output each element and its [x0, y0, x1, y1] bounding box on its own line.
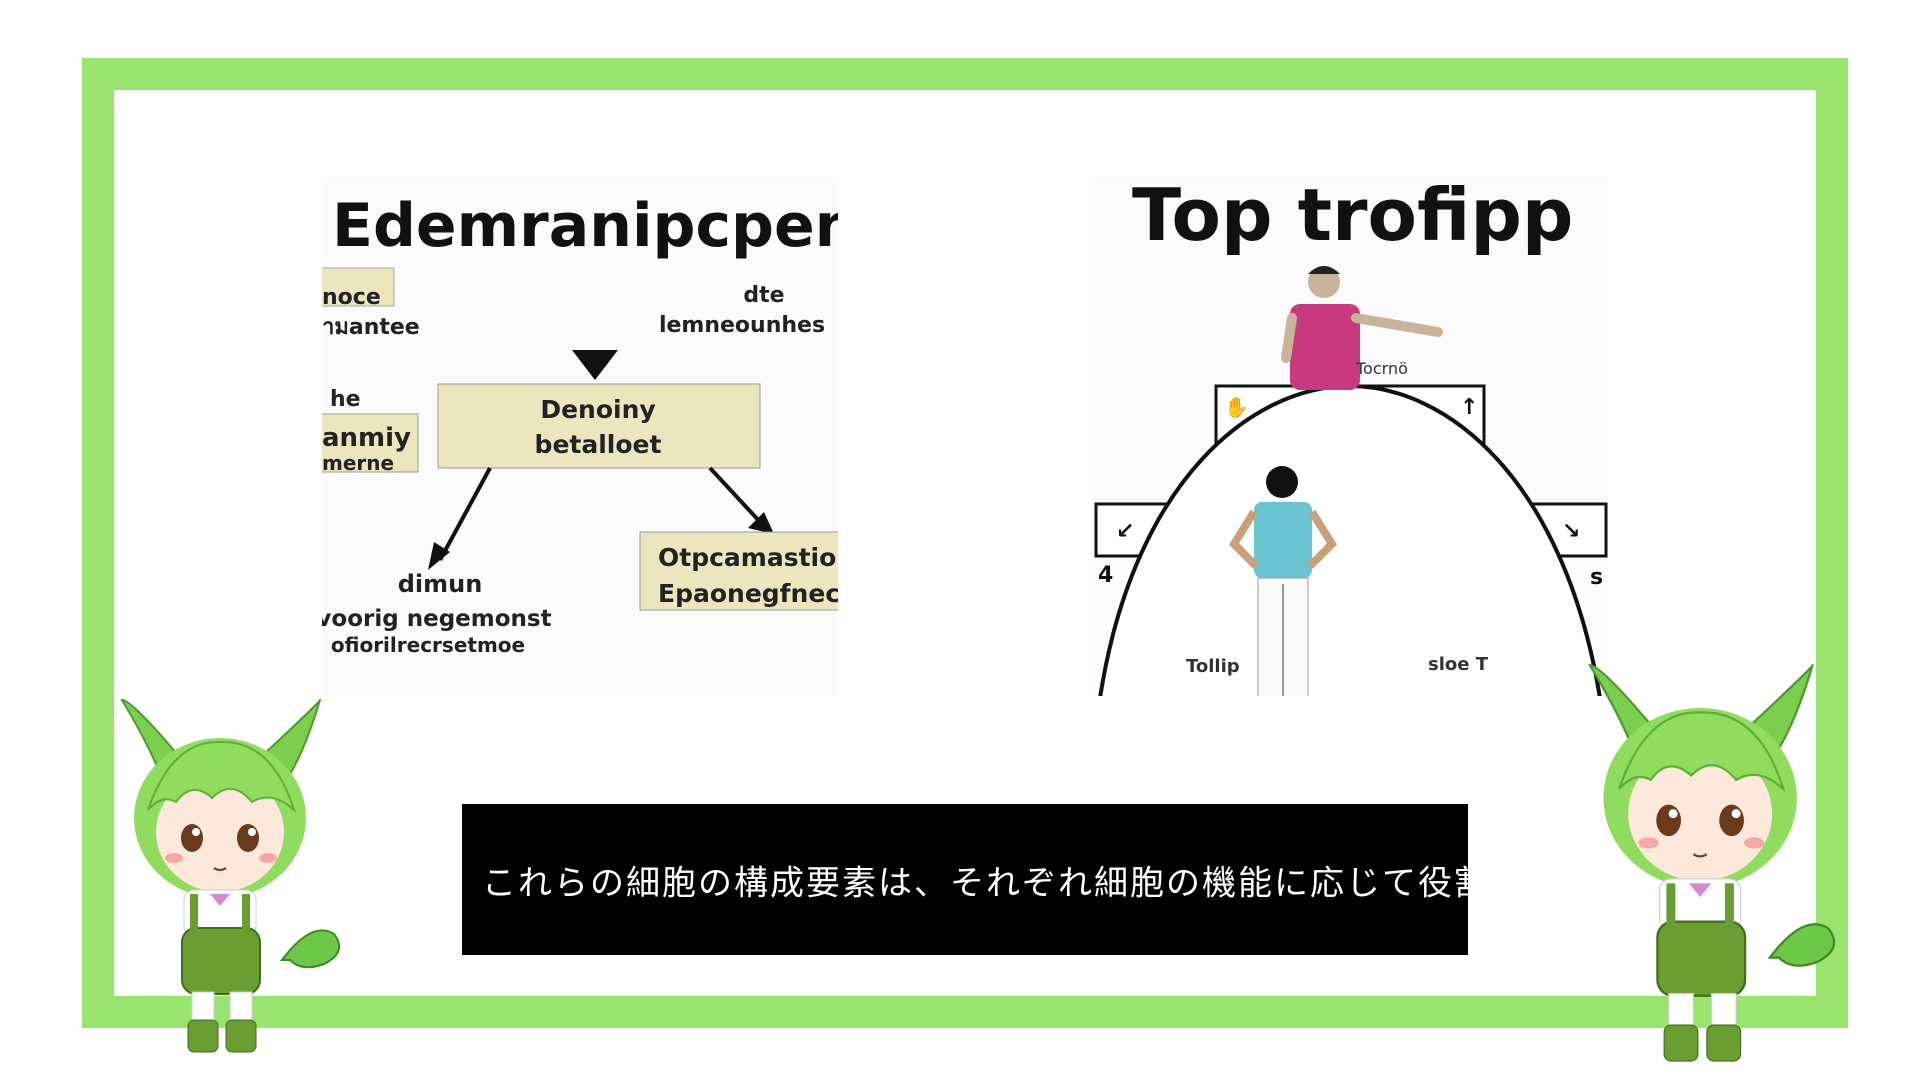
- person-inner-head: [1266, 466, 1298, 498]
- diagram-box-center-line-1: Denoiny: [540, 395, 655, 424]
- side-number-left: 4: [1098, 563, 1113, 588]
- diagram-illustration: Edemranipcpent noce ามantee dte lemneoun…: [322, 191, 838, 657]
- person-top-body: [1290, 304, 1360, 390]
- illustration-image-right: Top trofipp ↙ ↘ ✋ ↑ Tocrnö Tollip sloe T…: [1094, 178, 1608, 696]
- diagram-label-bottom-2: voorig negemonst: [322, 606, 552, 632]
- mascot-character-right: [1578, 654, 1838, 1070]
- arch-shape: [1098, 383, 1602, 696]
- illustration-title: Top trofipp: [1132, 178, 1573, 257]
- diagram-box-center-line-2: betalloet: [535, 430, 662, 459]
- top-person-label: Tocrnö: [1355, 359, 1408, 378]
- diagram-box-1-line-2: ามantee: [322, 315, 420, 340]
- diagram-box-center: [437, 383, 761, 469]
- arch-label-right: sloe T: [1428, 654, 1489, 675]
- hand-icon: ✋: [1224, 395, 1249, 419]
- person-inner-body: [1254, 502, 1312, 578]
- arrow-up-icon: ↑: [1460, 395, 1478, 420]
- arrow-down-right-icon: [708, 466, 764, 526]
- subtitle-bar: これらの細胞の構成要素は、それぞれ細胞の機能に応じて役割: [462, 804, 1468, 955]
- subtitle-text: これらの細胞の構成要素は、それぞれ細胞の機能に応じて役割: [482, 863, 1468, 903]
- arrow-right-icon: ↘: [1562, 519, 1580, 544]
- diagram-label-bottom-3: ofiorilrecrsetmoe: [331, 633, 525, 657]
- diagram-label-bottom-1: dimun: [398, 570, 483, 598]
- diagram-label-top-right-2: lemneounhes: [659, 313, 825, 338]
- diagram-title: Edemranipcpent: [332, 191, 838, 261]
- diagram-image-left: Edemranipcpent noce ามantee dte lemneoun…: [322, 178, 838, 696]
- mascot-character-left: [112, 690, 342, 1060]
- mascot-right-illustration: [1587, 664, 1836, 1062]
- diagram-box-1: [322, 267, 395, 307]
- pyramid-illustration: Top trofipp ↙ ↘ ✋ ↑ Tocrnö Tollip sloe T…: [1094, 178, 1608, 696]
- diagram-box-3-line-1: Otpcamastion: [658, 543, 838, 572]
- arrow-left-icon: ↙: [1116, 519, 1134, 544]
- diagram-box-3-line-2: Epaonegfnect: [658, 579, 838, 608]
- diagram-label-top-right-1: dte: [743, 283, 784, 308]
- diagram-box-1-line-1: noce: [322, 285, 381, 310]
- arrow-down-icon: [572, 350, 618, 380]
- side-number-right: s: [1590, 565, 1603, 590]
- diagram-box-3: [639, 531, 838, 611]
- diagram-box-2-line-1: he: [330, 387, 361, 412]
- arch-label-left: Tollip: [1186, 656, 1240, 677]
- diagram-box-2-line-2: anmiy: [322, 423, 411, 453]
- arrow-down-left-icon: [438, 467, 492, 561]
- mascot-left-illustration: [120, 698, 341, 1053]
- diagram-box-2: [322, 413, 419, 473]
- diagram-box-2-line-3: merne: [322, 451, 394, 475]
